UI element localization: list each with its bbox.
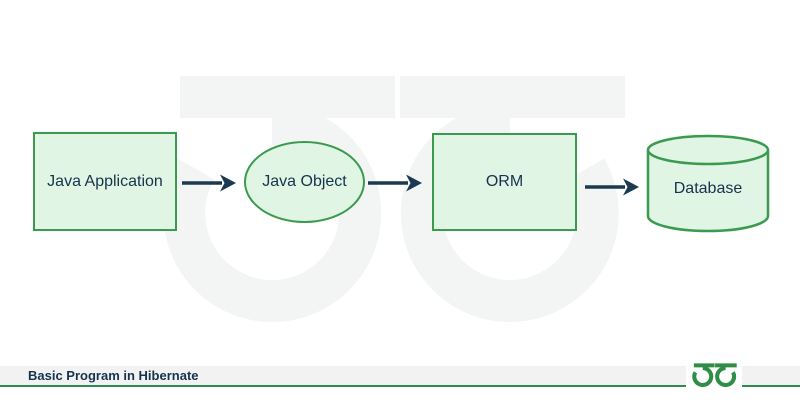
flow-arrow-icon — [367, 173, 423, 193]
flow-arrow-icon — [181, 173, 237, 193]
node-java-application-label: Java Application — [47, 172, 163, 190]
node-orm-label: ORM — [485, 173, 524, 191]
flow-arrow-icon — [584, 177, 640, 197]
node-java-object-label: Java Object — [262, 173, 347, 191]
node-database-label: Database — [673, 180, 743, 197]
node-java-application: Java Application — [33, 132, 177, 231]
node-database: Database — [645, 134, 771, 234]
node-java-object: Java Object — [244, 141, 365, 223]
footer-rule-right — [742, 366, 800, 387]
footer-caption: Basic Program in Hibernate — [28, 368, 199, 383]
footer-rule-left — [0, 366, 686, 387]
node-orm: ORM — [432, 133, 577, 231]
geeksforgeeks-logo-icon — [691, 362, 737, 388]
database-cylinder-icon — [646, 134, 770, 233]
